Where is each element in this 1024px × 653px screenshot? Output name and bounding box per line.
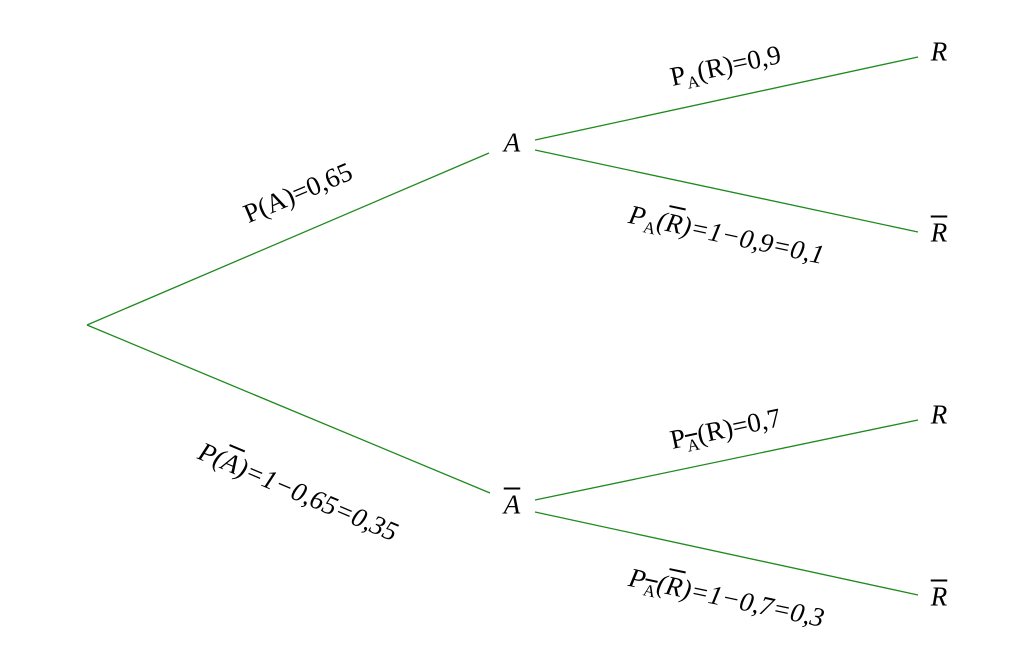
edge-a-bar-r-bar xyxy=(534,511,919,596)
node-a-bar: A xyxy=(503,489,521,520)
node-r-bar-lower: R xyxy=(930,581,948,612)
edge-root-a xyxy=(86,152,490,326)
edge-a-r xyxy=(534,56,919,141)
edge-a-r-bar xyxy=(534,149,919,233)
node-r-bar-upper: R xyxy=(930,217,948,248)
edge-a-bar-r xyxy=(534,419,919,501)
node-r-lower: R xyxy=(930,399,948,430)
node-r-upper: R xyxy=(930,36,948,67)
edge-root-a-bar xyxy=(86,324,491,494)
node-a: A xyxy=(503,127,521,158)
